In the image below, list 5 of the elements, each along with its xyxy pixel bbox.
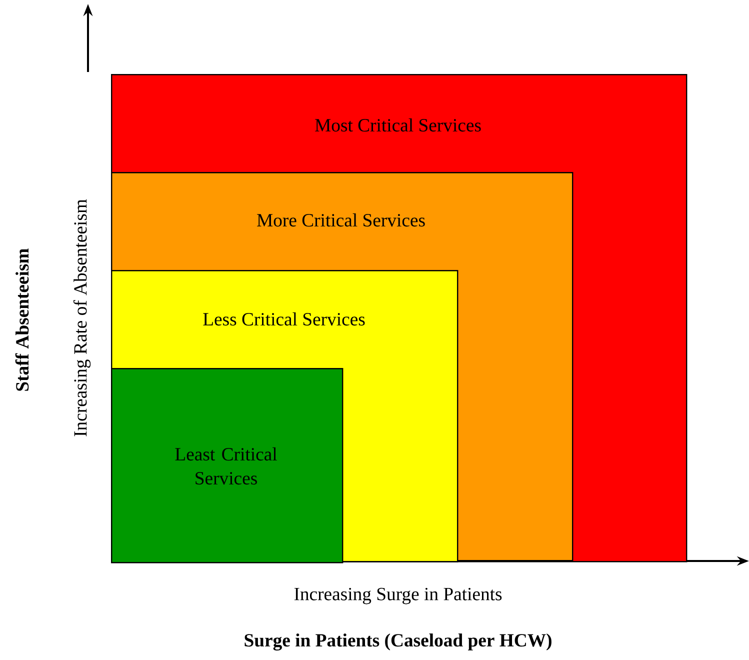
service-box: Least Critical Services [111, 368, 344, 564]
axis-label: Increasing Rate of Absenteeism [73, 199, 91, 436]
axis-label: Increasing Surge in Patients [294, 588, 502, 604]
axis-title: Staff Absenteeism [15, 248, 29, 391]
axis-title: Surge in Patients (Caseload per HCW) [244, 633, 552, 651]
